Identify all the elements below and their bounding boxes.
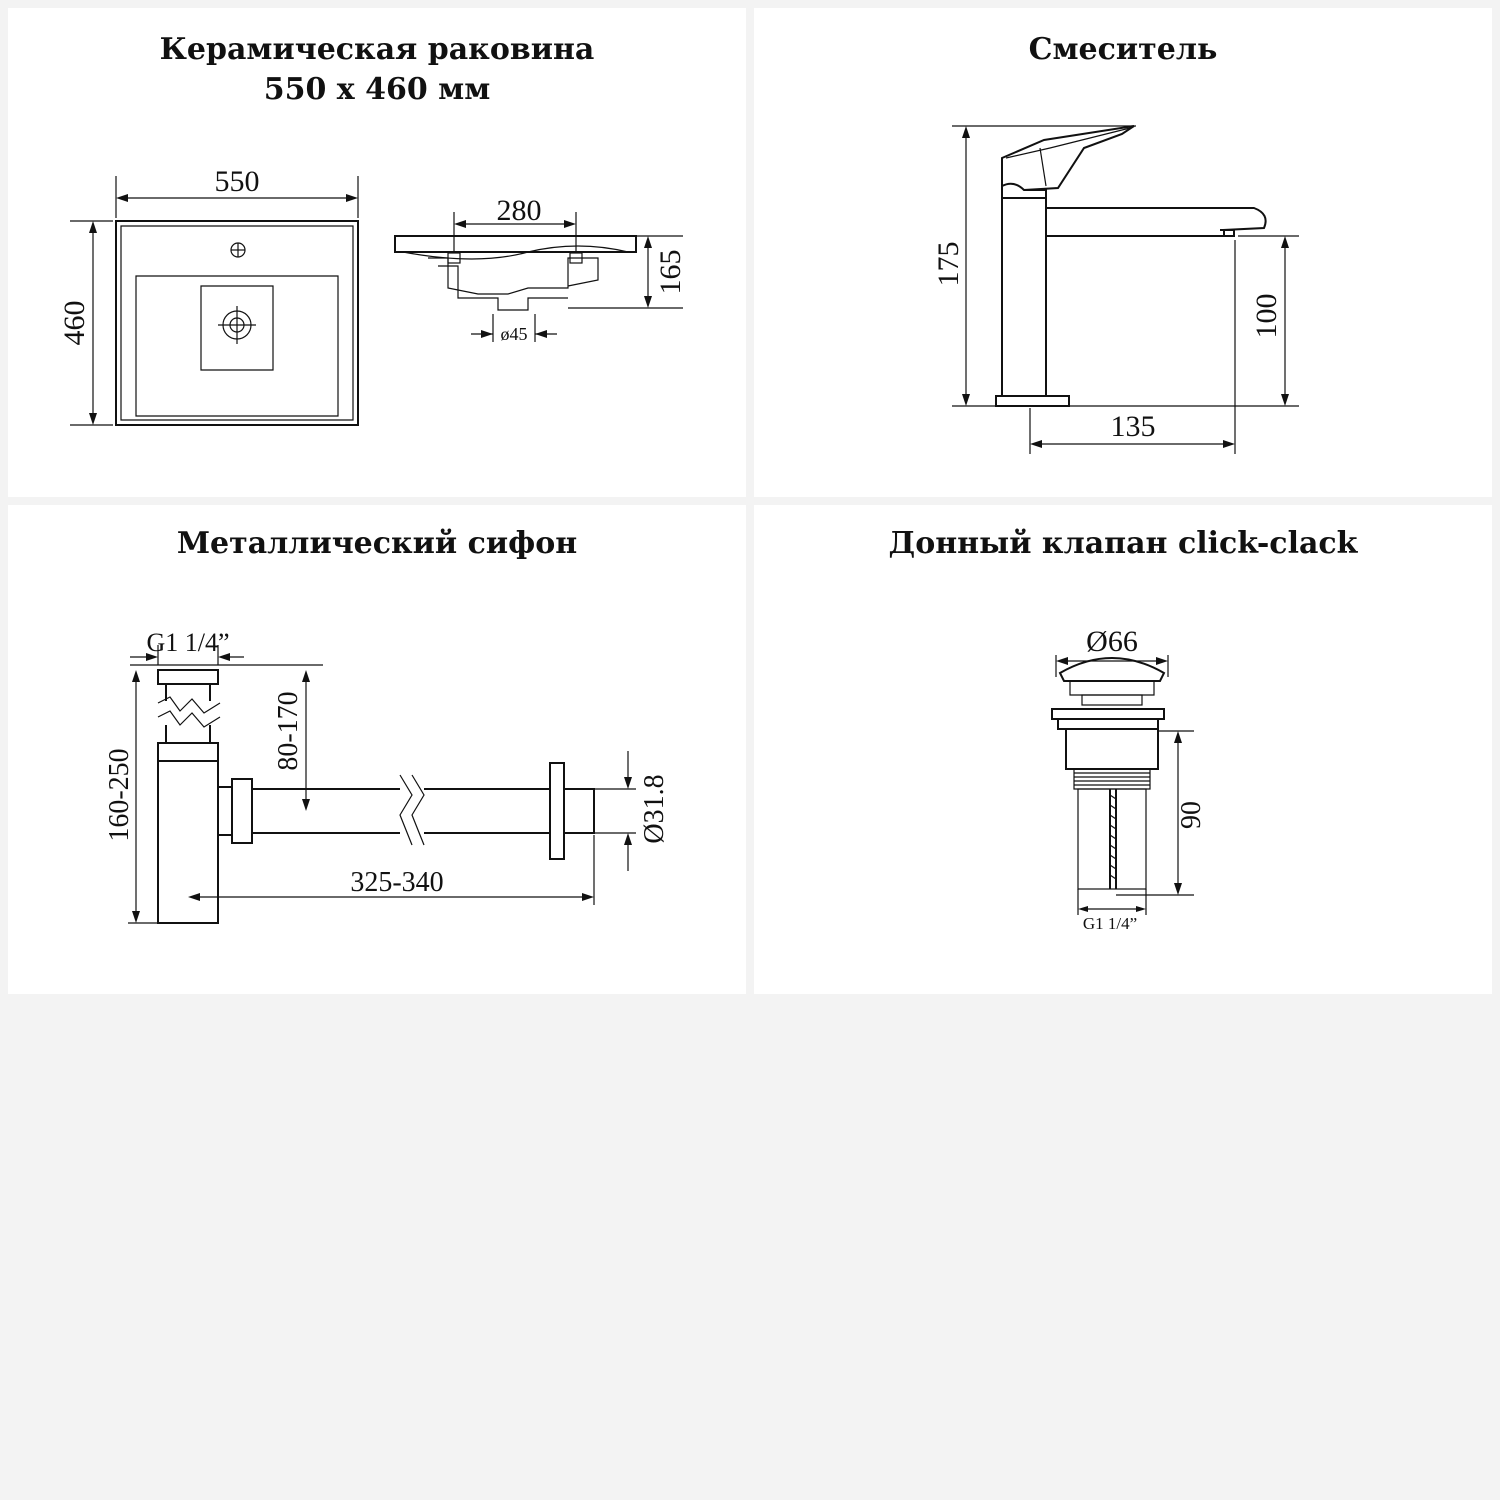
siphon-drawing: G1 1/4” 160-250 80-170 325-340 Ø31.8 <box>104 628 670 924</box>
siphon-outlet-diameter-dim: Ø31.8 <box>639 774 670 843</box>
valve-thread-dim: G1 1/4” <box>1083 914 1137 933</box>
valve-title: Донный клапан click-clack <box>888 526 1358 561</box>
sink-drawing: 550 460 280 165 ø45 <box>58 165 687 426</box>
sink-title-line1: Керамическая раковина <box>159 32 595 67</box>
mixer-title: Смеситель <box>1028 32 1218 67</box>
siphon-height-range-dim: 160-250 <box>104 748 135 841</box>
sink-depth-dim: 460 <box>58 301 91 346</box>
mixer-panel: Смеситель 175 100 135 <box>754 8 1492 497</box>
sink-title-line2: 550 х 460 мм <box>263 72 491 107</box>
sink-drain-dim: ø45 <box>501 324 528 344</box>
valve-panel: Донный клапан click-clack Ø66 90 G1 1/4” <box>754 505 1492 994</box>
valve-drawing: Ø66 90 G1 1/4” <box>1051 625 1207 933</box>
mixer-height-dim: 175 <box>932 242 965 287</box>
sink-panel: Керамическая раковина 550 х 460 мм <box>8 8 746 497</box>
mixer-spout-height-dim: 100 <box>1250 294 1283 339</box>
valve-cap-diameter-dim: Ø66 <box>1086 625 1138 658</box>
mixer-drawing: 175 100 135 <box>932 125 1299 454</box>
sink-width-dim: 550 <box>215 165 260 198</box>
sink-top-outline <box>115 220 359 426</box>
siphon-inlet-range-dim: 80-170 <box>273 691 304 770</box>
valve-height-dim: 90 <box>1176 801 1207 829</box>
sink-inner-dim: 280 <box>497 194 542 227</box>
siphon-length-range-dim: 325-340 <box>350 867 443 898</box>
sink-height-dim: 165 <box>654 250 687 295</box>
siphon-thread-dim: G1 1/4” <box>146 628 229 657</box>
siphon-panel: Металлический сифон <box>8 505 746 994</box>
mixer-reach-dim: 135 <box>1111 410 1156 443</box>
siphon-title: Металлический сифон <box>176 526 578 561</box>
